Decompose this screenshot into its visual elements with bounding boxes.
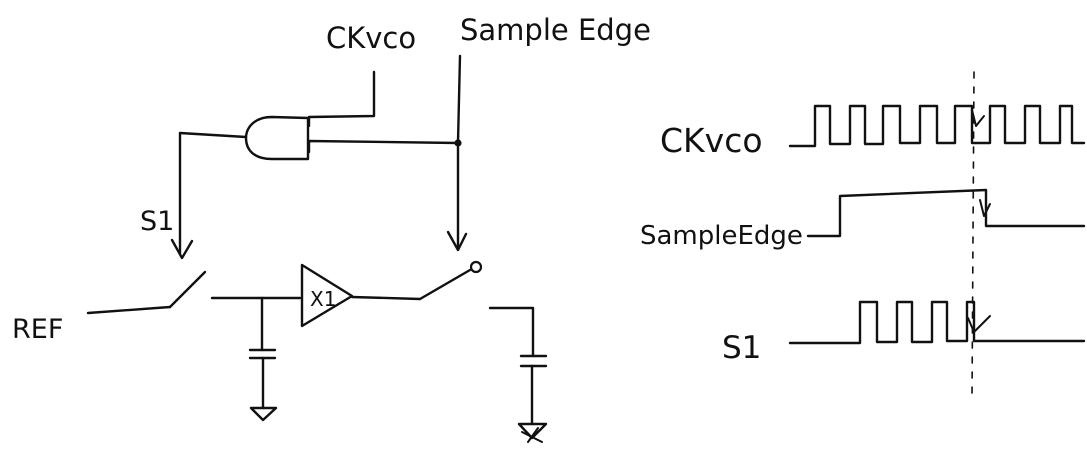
sample-edge-input-label: Sample Edge: [460, 13, 651, 47]
sampling-instant-marker: [971, 71, 975, 401]
timing-label-sampleedge: SampleEdge: [640, 221, 803, 251]
marker-arrow-sampleedge: [979, 199, 991, 217]
sample-edge-wire: [456, 54, 462, 250]
sampleedge-waveform: [806, 188, 1086, 238]
ground-icon: [249, 406, 278, 422]
s1-arrowhead: [170, 238, 194, 260]
ckvco-waveform: [788, 104, 1086, 148]
timing-label-ckvco: CKvco: [660, 121, 763, 160]
timing-diagram: CKvco SampleEdge S1: [640, 71, 1086, 401]
sample-edge-arrowhead: [446, 230, 468, 252]
schematic: CKvco Sample Edge S1 REF X1: [12, 13, 651, 443]
and-gate-input-wire: [307, 139, 460, 154]
buffer-gain-label: X1: [310, 287, 336, 311]
ref-wire: [86, 305, 172, 315]
marker-arrow-ckvco: [971, 109, 985, 127]
ckvco-input-label: CKvco: [326, 21, 416, 55]
marker-arrow-s1: [967, 315, 991, 333]
sample-cap-wire: [488, 306, 535, 358]
ref-label: REF: [12, 314, 63, 345]
ground-icon-2: [517, 422, 548, 440]
buffer-amplifier: [300, 263, 354, 328]
ckvco-wire: [307, 70, 376, 128]
s1-label: S1: [140, 206, 174, 237]
sample-switch-contact: [469, 260, 483, 274]
s1-control-wire: [178, 131, 248, 256]
and-gate: [244, 115, 310, 161]
sample-switch-blade: [418, 268, 472, 301]
timing-label-s1: S1: [722, 330, 761, 366]
s1-waveform: [788, 300, 1086, 345]
ground-icon-2-hatch: [521, 427, 543, 443]
s1-switch-blade: [168, 270, 207, 309]
buffer-output-wire: [350, 295, 422, 301]
